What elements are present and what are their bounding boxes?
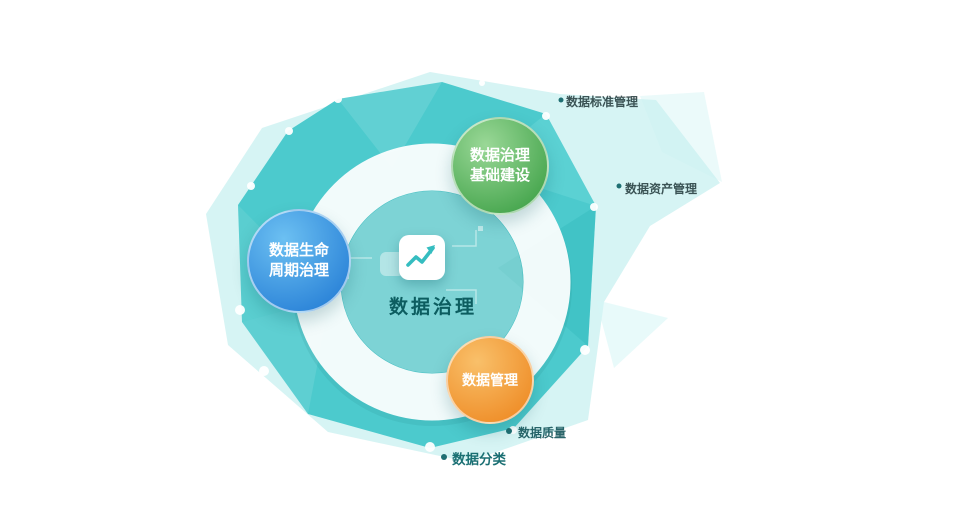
peripheral-label-bottom: 数据分类 (452, 452, 506, 467)
peripheral-label-right: 数据资产管理 (625, 182, 698, 196)
node-governance-foundation: 数据治理 基础建设 (451, 117, 549, 215)
node-label-line: 数据治理 (469, 146, 530, 164)
node-label-line: 周期治理 (268, 262, 329, 279)
vertex-dots (235, 80, 598, 452)
center-icon-card (399, 235, 445, 280)
trend-line-chart-icon (406, 245, 435, 267)
node-data-management: 数据管理 (446, 336, 534, 424)
peripheral-label-bottom-right: 数据质量 (518, 426, 567, 440)
peripheral-label-top: 数据标准管理 (566, 95, 639, 109)
node-label-line: 数据生命 (268, 241, 329, 259)
node-data-lifecycle: 数据生命 周期治理 (247, 209, 351, 313)
node-label-line: 数据管理 (462, 371, 518, 388)
label-dots (441, 97, 622, 460)
center-title: 数据治理 (388, 297, 477, 318)
node-label-line: 基础建设 (469, 167, 530, 184)
